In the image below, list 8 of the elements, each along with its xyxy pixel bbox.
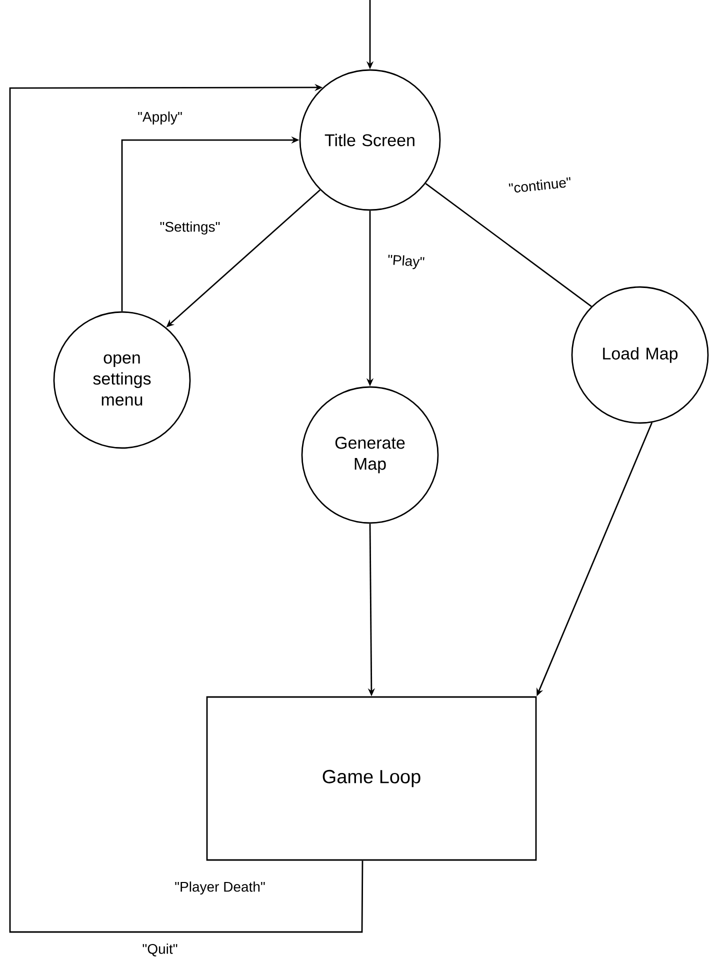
label-text: "Quit" (142, 944, 178, 956)
edge-label: "continue" (507, 176, 573, 194)
edge-label: "Apply" (136, 110, 184, 126)
edge-label: "Player Death" (174, 880, 266, 896)
edge-label: "Settings" (158, 220, 222, 236)
edge-label: "Play" (386, 253, 426, 271)
process-box: Game Loop (206, 696, 537, 861)
arrow (9, 84, 364, 933)
